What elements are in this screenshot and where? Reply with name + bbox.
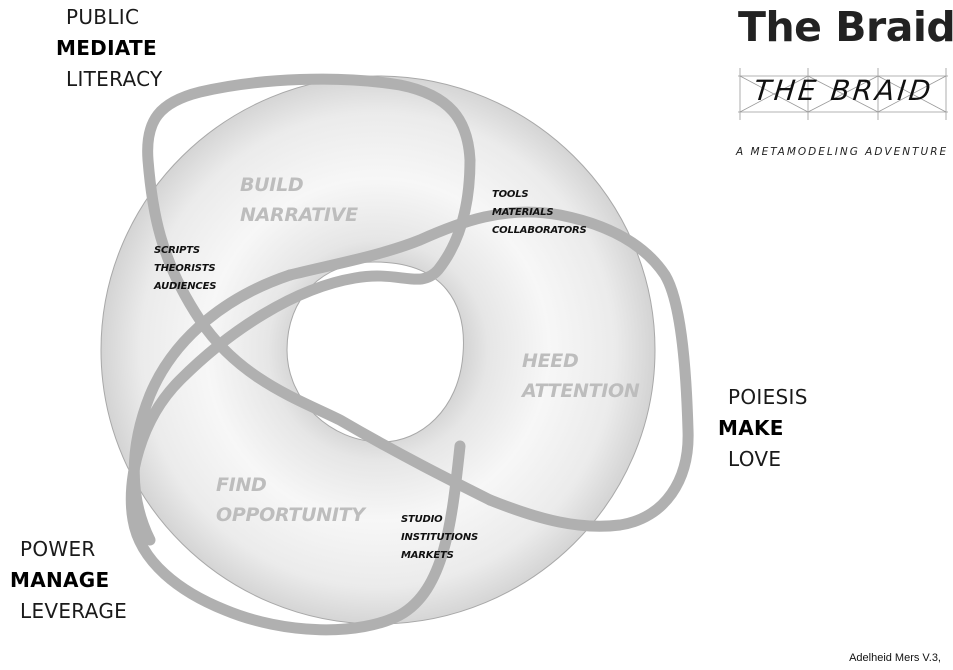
corner-poiesis: POIESIS MAKE LOVE xyxy=(718,382,808,475)
node-tools: TOOLS MATERIALS COLLABORATORS xyxy=(492,186,587,240)
zone-build-line2: NARRATIVE xyxy=(240,204,358,226)
node-scripts-item: SCRIPTS xyxy=(154,245,200,256)
braid-logo: THE BRAID xyxy=(738,64,948,122)
node-scripts-item: THEORISTS xyxy=(154,263,216,274)
node-tools-item: COLLABORATORS xyxy=(492,225,587,236)
credit-text: Adelheid Mers V.3, xyxy=(849,652,941,664)
logo-text: THE BRAID xyxy=(752,74,936,107)
corner-public-line1: PUBLIC xyxy=(66,5,140,29)
node-tools-item: TOOLS xyxy=(492,189,529,200)
logo-grid-icon xyxy=(738,68,948,120)
node-studio-item: MARKETS xyxy=(401,550,454,561)
corner-power-line1: POWER xyxy=(20,537,96,561)
node-studio-item: STUDIO xyxy=(401,514,443,525)
zone-find-line2: OPPORTUNITY xyxy=(216,504,365,526)
corner-public: PUBLIC MEDIATE LITERACY xyxy=(56,2,163,95)
braid-strand-right xyxy=(284,206,694,532)
zone-find-opportunity: FIND OPPORTUNITY xyxy=(216,470,365,530)
zone-build-line1: BUILD xyxy=(240,174,304,196)
zone-build-narrative: BUILD NARRATIVE xyxy=(240,170,358,230)
corner-poiesis-line1: POIESIS xyxy=(728,385,808,409)
node-scripts-item: AUDIENCES xyxy=(154,281,217,292)
corner-poiesis-line3: LOVE xyxy=(728,447,782,471)
zone-find-line1: FIND xyxy=(216,474,267,496)
zone-heed-attention: HEED ATTENTION xyxy=(522,346,640,406)
corner-power-line3: LEVERAGE xyxy=(20,599,128,623)
node-scripts: SCRIPTS THEORISTS AUDIENCES xyxy=(154,242,216,296)
page-title: The Braid xyxy=(738,3,953,51)
corner-public-line2: MEDIATE xyxy=(56,36,157,60)
corner-poiesis-line2: MAKE xyxy=(718,416,784,440)
braid-strand-bottom xyxy=(128,269,296,546)
subtitle: A METAMODELING ADVENTURE xyxy=(736,146,949,158)
node-studio: STUDIO INSTITUTIONS MARKETS xyxy=(401,511,478,565)
zone-heed-line2: ATTENTION xyxy=(522,380,640,402)
node-tools-item: MATERIALS xyxy=(492,207,554,218)
corner-power: POWER MANAGE LEVERAGE xyxy=(10,534,127,627)
zone-heed-line1: HEED xyxy=(522,350,579,372)
corner-power-line2: MANAGE xyxy=(10,568,110,592)
node-studio-item: INSTITUTIONS xyxy=(401,532,478,543)
corner-public-line3: LITERACY xyxy=(66,67,163,91)
